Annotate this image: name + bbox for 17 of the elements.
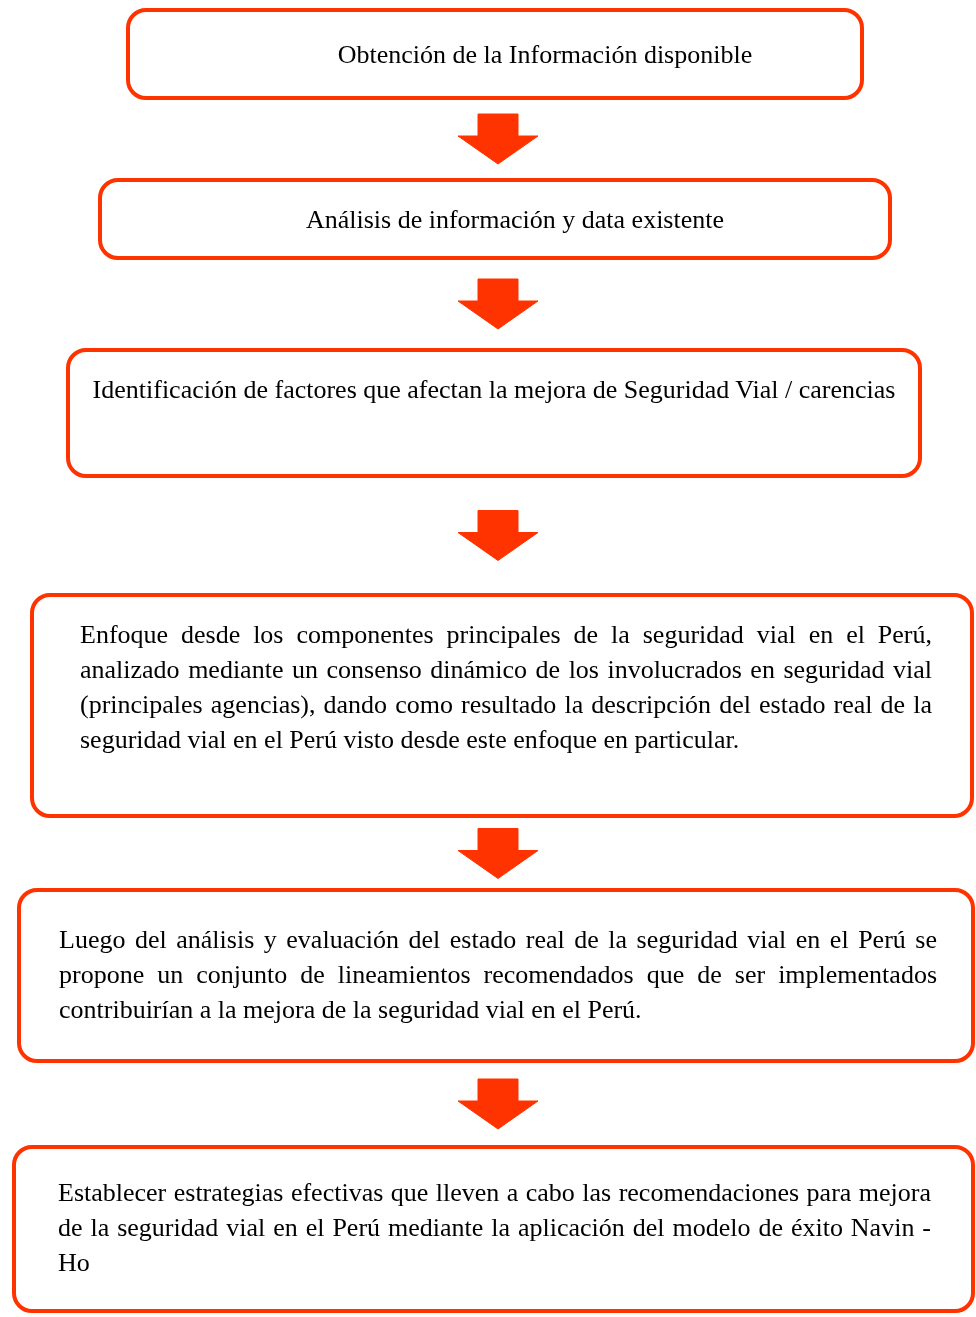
box-text: Establecer estrategias efectivas que lleven a cabo las recomendaciones para mejora de la seguridad vial en el Perú mediante la aplicación del modelo de éxito Navin - Ho bbox=[58, 1177, 931, 1279]
process-box bbox=[12, 1145, 975, 1313]
block-arrow bbox=[457, 1078, 539, 1130]
box-text: Análisis de información y data existente bbox=[304, 203, 725, 236]
box-text: Identificación de factores que afectan la mejora de Seguridad Vial / carencias bbox=[91, 374, 897, 406]
block-arrow bbox=[457, 278, 539, 330]
block-arrow bbox=[457, 113, 539, 165]
box-text: Luego del análisis y evaluación del estado real de la seguridad vial en el Perú se propone un conjunto de lineamientos recomendados que de ser implementados contribuirían a la mejora de la seguridad vial en el Perú. bbox=[59, 924, 937, 1026]
process-box bbox=[98, 178, 892, 260]
process-box bbox=[66, 348, 922, 478]
process-box bbox=[17, 888, 975, 1063]
process-box bbox=[126, 8, 864, 100]
process-box bbox=[30, 593, 974, 818]
block-arrow bbox=[457, 828, 539, 879]
block-arrow bbox=[457, 510, 539, 561]
box-text: Obtención de la Información disponible bbox=[336, 38, 754, 71]
box-text: Enfoque desde los componentes principales de la seguridad vial en el Perú, analizado mediante un consenso dinámico de los involucrados en seguridad vial (principales agencias), dando como resultado la descripción del estado real de la seguridad vial en el Perú visto desde este enfoque en particular. bbox=[80, 619, 932, 756]
